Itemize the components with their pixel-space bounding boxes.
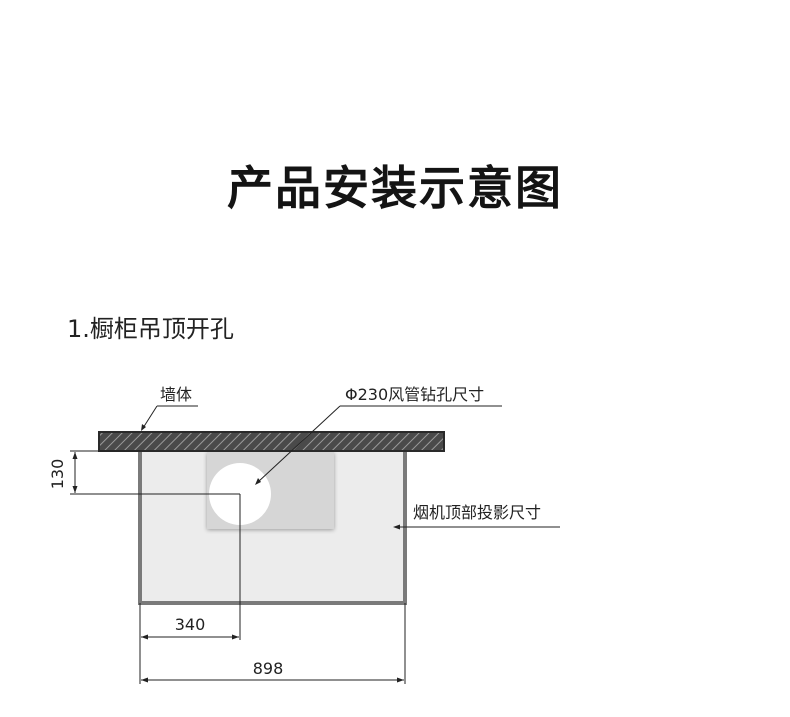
dim-130-arrow-bottom <box>72 486 78 493</box>
hood-projection-callout-arrow <box>393 524 400 530</box>
dim-340-arrow-left <box>141 634 148 640</box>
dim-340-label: 340 <box>175 615 206 634</box>
duct-hole-label: Φ230风管钻孔尺寸 <box>345 385 484 404</box>
dim-898-arrow-left <box>141 677 148 683</box>
dim-898-arrow-right <box>397 677 404 683</box>
dim-340-arrow-right <box>232 634 239 640</box>
dim-130-label: 130 <box>48 459 67 490</box>
dim-130-arrow-top <box>72 452 78 459</box>
wall-callout-leader <box>142 405 158 429</box>
hood-projection-label: 烟机顶部投影尺寸 <box>413 503 541 522</box>
wall-label: 墙体 <box>160 385 192 404</box>
duct-hole-callout-leader <box>257 405 341 483</box>
page-title: 产品安装示意图 <box>227 161 563 215</box>
section-heading: 1.橱柜吊顶开孔 <box>67 315 234 343</box>
duct-hole-callout-arrow <box>255 478 261 485</box>
wall <box>98 431 445 452</box>
dim-898-label: 898 <box>253 659 284 678</box>
wall-callout-arrow <box>141 424 146 431</box>
